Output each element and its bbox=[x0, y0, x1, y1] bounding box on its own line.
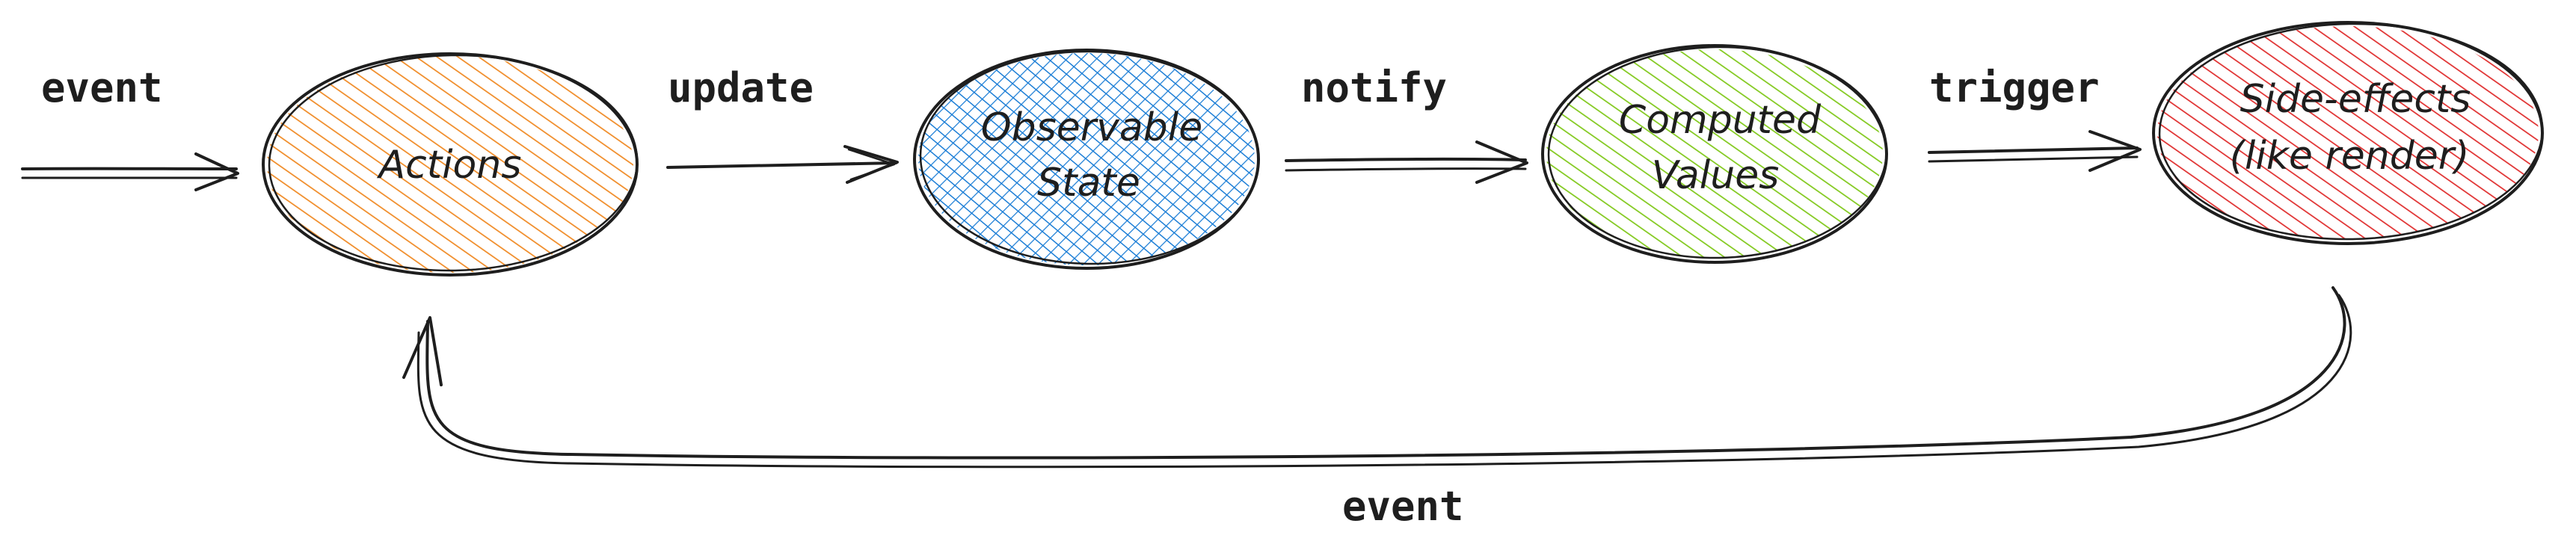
edge-label-event-feedback: event bbox=[1342, 483, 1464, 530]
node-actions-label: Actions bbox=[377, 143, 522, 188]
incoming-event-arrow bbox=[21, 152, 239, 191]
feedback-event-arrow bbox=[402, 286, 2352, 469]
edge-label-trigger: trigger bbox=[1929, 64, 2100, 111]
node-computed-values-label-line2: Values bbox=[1652, 153, 1780, 198]
edge-label-notify: notify bbox=[1301, 64, 1447, 111]
edge-label-event-incoming: event bbox=[41, 64, 163, 111]
trigger-arrow bbox=[1928, 130, 2142, 172]
node-observable-state-label-line2: State bbox=[1037, 161, 1140, 206]
edge-label-update: update bbox=[668, 64, 814, 111]
update-arrow bbox=[666, 145, 899, 184]
node-observable-state: Observable State bbox=[913, 49, 1260, 270]
node-side-effects-label-line2: (like render) bbox=[2230, 134, 2470, 179]
node-side-effects: Side-effects (like render) bbox=[2152, 21, 2544, 245]
node-side-effects-label-line1: Side-effects bbox=[2240, 77, 2471, 122]
notify-arrow bbox=[1285, 140, 1528, 184]
node-actions: Actions bbox=[262, 52, 639, 277]
node-computed-values: Computed Values bbox=[1541, 44, 1888, 264]
node-computed-values-label-line1: Computed bbox=[1619, 98, 1822, 143]
node-observable-state-label-line1: Observable bbox=[981, 105, 1203, 150]
